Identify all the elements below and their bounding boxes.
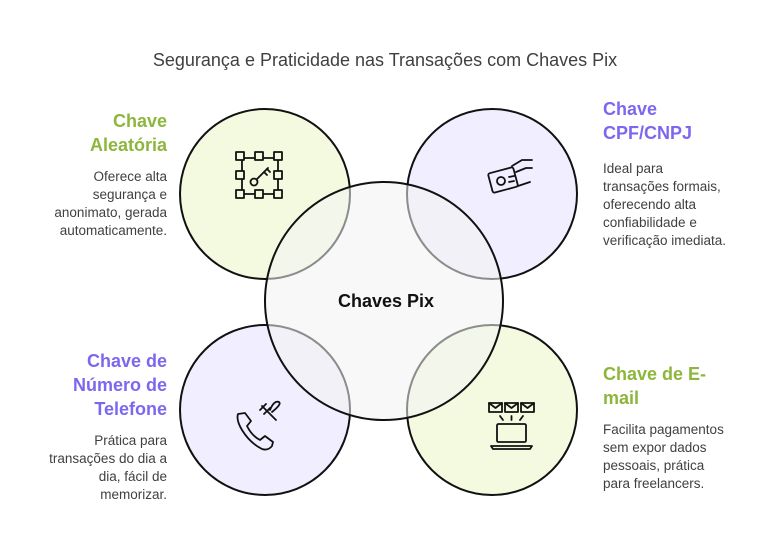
heading-cpf: Chave CPF/CNPJ	[603, 99, 693, 143]
center-label: Chaves Pix	[338, 291, 434, 311]
description-email: Facilita pagamentos sem expor dados pess…	[603, 422, 724, 491]
description-aleatoria: Oferece alta segurança e anonimato, gera…	[54, 169, 167, 238]
heading-telefone: Chave de Número de Telefone	[72, 351, 167, 419]
laptop-email-icon	[488, 402, 535, 450]
random-key-icon	[235, 151, 283, 199]
description-telefone: Prática para transações do dia a dia, fá…	[49, 433, 167, 502]
circle-center	[264, 181, 504, 421]
diagram-title: Segurança e Praticidade nas Transações c…	[152, 50, 618, 70]
id-card-hand-icon	[487, 159, 533, 194]
heading-email: Chave de E- mail	[603, 364, 707, 408]
description-cpf: Ideal para transações formais, oferecend…	[603, 161, 727, 248]
phone-icon	[236, 400, 281, 451]
heading-aleatoria: Chave Aleatória	[89, 111, 167, 155]
